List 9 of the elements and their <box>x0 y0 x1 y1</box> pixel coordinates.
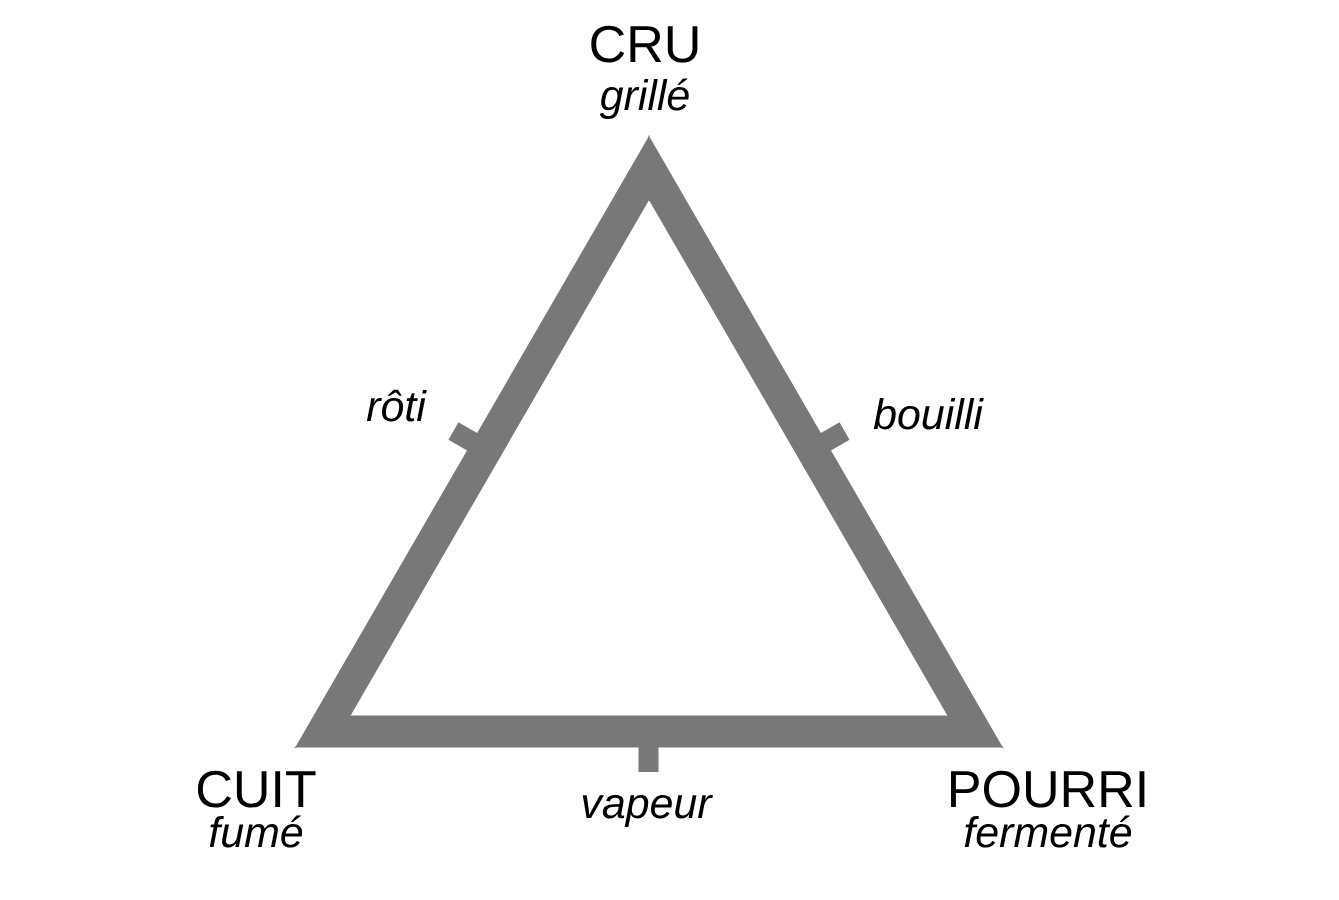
vertex-caption: fermenté <box>964 815 1132 848</box>
vertex-caption: grillé <box>599 78 689 119</box>
vertex-label: CRU <box>591 25 698 63</box>
vertex-label: CUIT <box>197 770 316 808</box>
vertex-label: POURRI <box>951 770 1145 808</box>
edge-label: vapeur <box>576 791 716 831</box>
edge-label: rôti <box>362 386 430 425</box>
edge-label: bouilli <box>869 394 987 433</box>
vertex-caption: fumé <box>209 815 303 848</box>
